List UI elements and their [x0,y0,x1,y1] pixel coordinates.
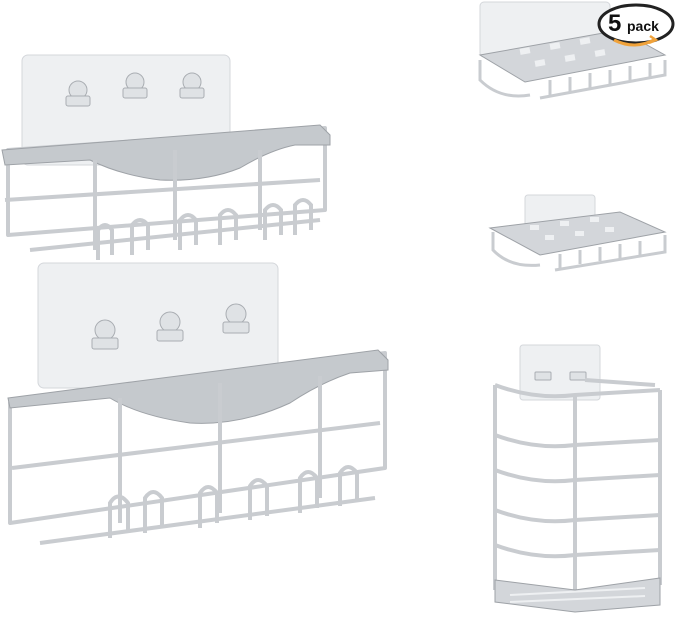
drain-tray [494,577,661,613]
adhesive-plate [519,344,601,401]
shower-caddy-bottom [7,262,389,545]
hook-clips [65,72,205,107]
shower-caddy-top [1,54,331,260]
pack-badge: 5 pack [596,2,676,50]
badge-count: 5 [608,10,622,37]
front-rim [7,349,389,424]
soap-dish-middle [488,194,667,272]
front-rim [1,124,331,181]
toothbrush-holder [493,344,662,613]
soap-dish-top [478,1,667,100]
badge-word: pack [627,18,659,34]
hook-clips [534,371,587,381]
badge-shape [597,3,675,45]
hook-clips [91,303,250,350]
